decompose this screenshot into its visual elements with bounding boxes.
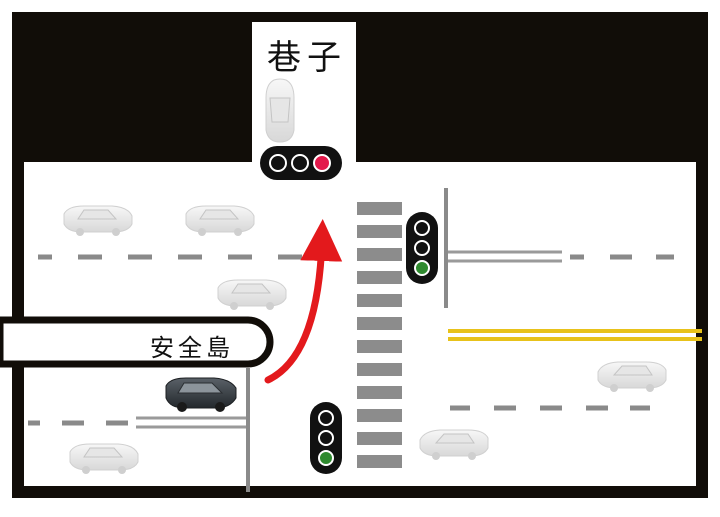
traffic-signal-alley	[260, 146, 342, 180]
frame-left	[12, 12, 24, 498]
stop-line-right	[448, 250, 562, 263]
frame-bottom	[12, 486, 708, 498]
white-car-icon	[597, 361, 667, 392]
frame-top-block	[12, 12, 708, 164]
dark-car-icon	[165, 377, 237, 412]
traffic-signal-lower	[310, 402, 342, 474]
signal-lamp-off	[318, 430, 334, 446]
crosswalk	[357, 202, 402, 468]
signal-lamp-green	[414, 260, 430, 276]
traffic-signal-main	[406, 212, 438, 284]
safety-island	[0, 316, 274, 368]
white-car-icon	[69, 443, 139, 474]
signal-lamp-green	[318, 450, 334, 466]
white-car-icon	[265, 78, 295, 143]
signal-lamp-off	[414, 220, 430, 236]
white-car-icon	[217, 279, 287, 310]
signal-lamp-off	[414, 240, 430, 256]
signal-lamp-off	[318, 410, 334, 426]
center-line	[448, 329, 702, 341]
alley-label: 巷子	[267, 38, 347, 78]
white-car-icon	[185, 205, 255, 236]
frame-right	[696, 12, 708, 498]
signal-lamp-off	[269, 154, 287, 172]
left-turn-arrow-icon	[264, 219, 343, 384]
white-car-icon	[419, 429, 489, 460]
signal-lamp-off	[291, 154, 309, 172]
signal-lamp-red	[313, 154, 331, 172]
white-car-icon	[63, 205, 133, 236]
stop-line-left	[136, 416, 246, 429]
safety-island-label: 安全島	[150, 334, 234, 362]
